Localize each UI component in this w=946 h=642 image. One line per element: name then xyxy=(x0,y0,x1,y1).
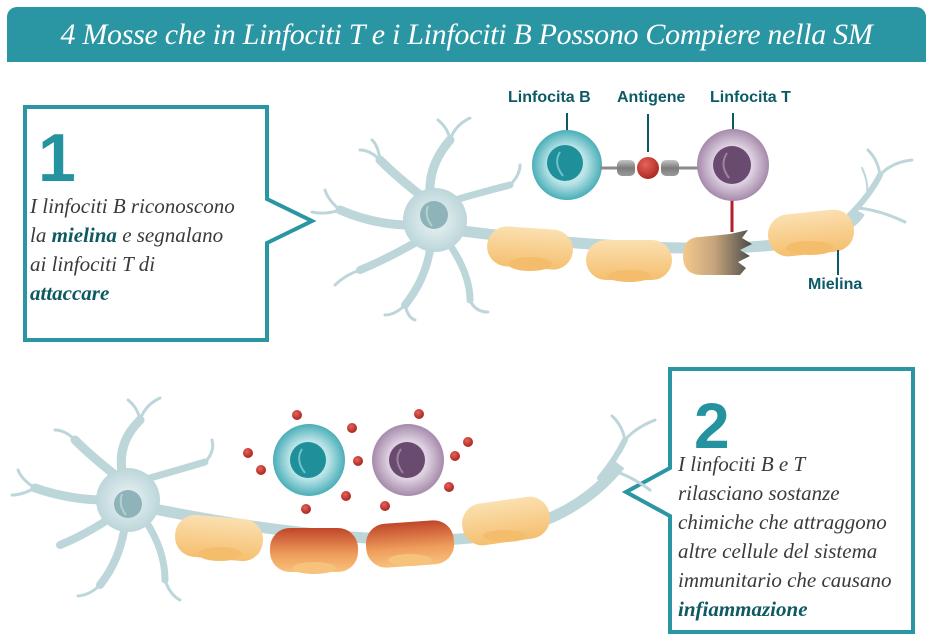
particle xyxy=(463,437,473,447)
neuron-bottom xyxy=(10,396,657,602)
myelin-segment xyxy=(586,240,672,282)
step-text-line: immunitario che causano xyxy=(678,566,891,595)
step-text-line: ai linfociti T di xyxy=(30,250,235,279)
receptor-t xyxy=(661,160,679,176)
text-segment: rilasciano sostanze xyxy=(678,481,840,505)
t-cell-bottom xyxy=(372,424,444,496)
step-1-callout: 1 I linfociti B riconoscono la mielina e … xyxy=(22,104,322,346)
particle xyxy=(450,451,460,461)
emphasis-term: mielina xyxy=(51,223,117,247)
label-antigen: Antigene xyxy=(617,89,686,106)
particle xyxy=(353,456,363,466)
text-segment: I linfociti B riconoscono xyxy=(30,194,235,218)
label-myelin: Mielina xyxy=(808,276,863,293)
b-cell-bottom xyxy=(273,424,345,496)
myelin-sheath-top xyxy=(487,209,854,282)
particle xyxy=(256,465,266,475)
b-cell-top xyxy=(532,113,602,200)
myelin-sheath-bottom xyxy=(175,496,550,574)
particle xyxy=(301,504,311,514)
chemical-particles xyxy=(243,409,473,514)
particle xyxy=(414,409,424,419)
myelin-segment-inflamed xyxy=(270,528,358,574)
title-banner: 4 Mosse che in Linfociti T e i Linfociti… xyxy=(7,7,926,62)
step-1-text: I linfociti B riconoscono la mielina e se… xyxy=(30,192,235,308)
text-segment: altre cellule del sistema xyxy=(678,539,878,563)
step-text-line: I linfociti B riconoscono xyxy=(30,192,235,221)
neuron-nucleus-bottom xyxy=(114,490,142,518)
text-segment: e segnalano xyxy=(116,223,224,247)
emphasis-term: attaccare xyxy=(30,281,110,305)
particle xyxy=(444,482,454,492)
particle xyxy=(292,410,302,420)
axon-terminal-top xyxy=(847,148,914,224)
t-cell-top xyxy=(697,113,769,201)
step-text-line: chimiche che attraggono xyxy=(678,508,891,537)
step-text-line: altre cellule del sistema xyxy=(678,537,891,566)
step-text-line: infiammazione xyxy=(678,595,891,624)
antigen xyxy=(635,155,661,181)
myelin-segment xyxy=(462,496,550,546)
myelin-segment-inflamed xyxy=(365,520,455,568)
step-2-callout: 2 I linfociti B e T rilasciano sostanze ch… xyxy=(622,366,918,636)
myelin-segment xyxy=(175,514,263,562)
step-text-line: la mielina e segnalano xyxy=(30,221,235,250)
particle xyxy=(347,423,357,433)
neuron-top xyxy=(310,113,914,322)
particle xyxy=(380,501,390,511)
particle xyxy=(243,448,253,458)
text-segment: ai linfociti T di xyxy=(30,252,156,276)
antigen-complex xyxy=(600,114,700,181)
callout-2-frame xyxy=(622,367,915,634)
axon-terminal-bottom xyxy=(597,414,657,492)
myelin-segment xyxy=(487,226,573,271)
step-text-line: attaccare xyxy=(30,279,235,308)
step-text-line: rilasciano sostanze xyxy=(678,479,891,508)
text-segment: I linfociti B e T xyxy=(678,452,806,476)
text-segment: immunitario che causano xyxy=(678,568,892,592)
myelin-segment xyxy=(768,209,854,257)
receptor-b xyxy=(617,160,635,176)
step-2-number: 2 xyxy=(694,390,730,462)
step-text-line: I linfociti B e T xyxy=(678,450,891,479)
emphasis-term: infiammazione xyxy=(678,597,808,621)
text-segment: la xyxy=(30,223,52,247)
text-segment: chimiche che attraggono xyxy=(678,510,887,534)
step-2-text: I linfociti B e T rilasciano sostanze chim… xyxy=(678,450,891,624)
label-t-cell: Linfocita T xyxy=(710,89,791,106)
callout-1-frame xyxy=(23,105,317,342)
page-title: 4 Mosse che in Linfociti T e i Linfociti… xyxy=(60,17,873,51)
myelin-segment-damaged xyxy=(683,230,752,275)
neuron-nucleus-top xyxy=(420,201,448,229)
particle xyxy=(341,491,351,501)
step-1-number: 1 xyxy=(38,120,76,196)
label-b-cell: Linfocita B xyxy=(508,89,591,106)
